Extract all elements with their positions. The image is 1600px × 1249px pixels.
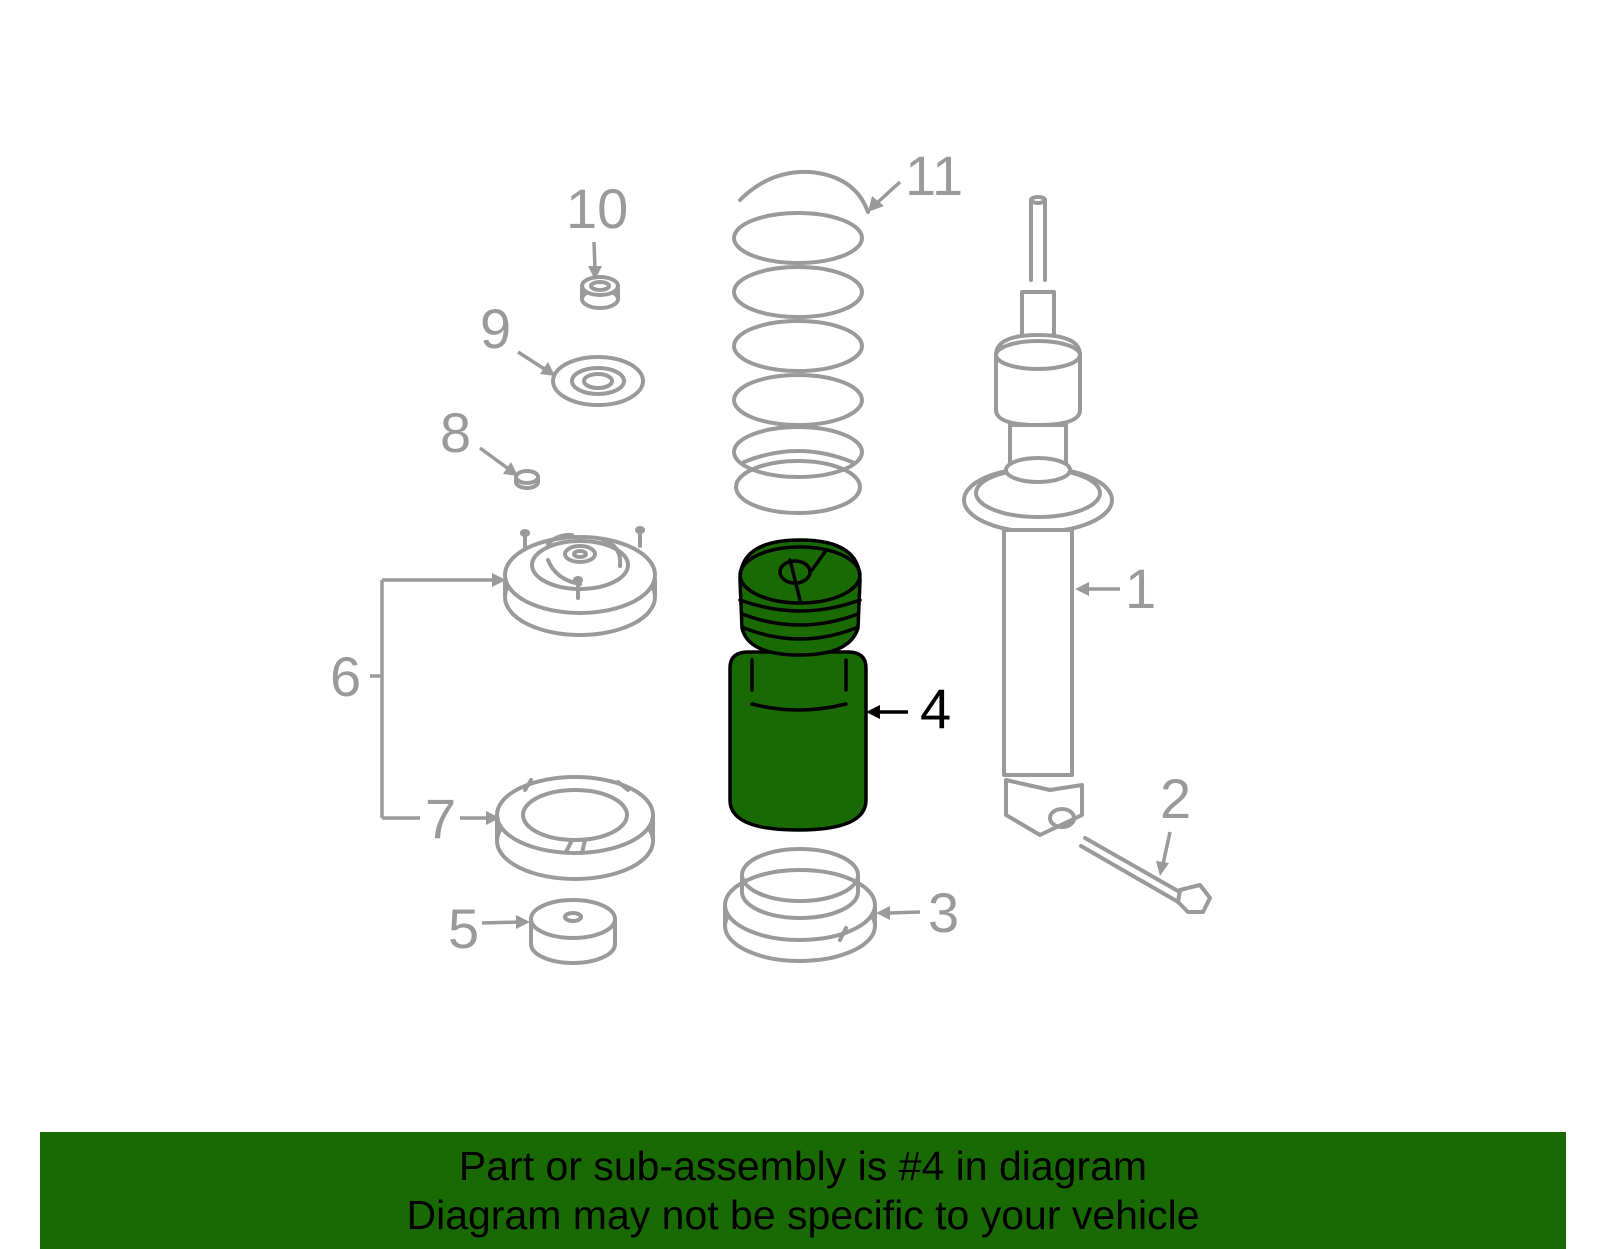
leader-lines bbox=[370, 180, 1172, 929]
banner-line-1: Part or sub-assembly is #4 in diagram bbox=[458, 1143, 1148, 1189]
callout-10[interactable]: 10 bbox=[566, 177, 628, 240]
part-1-shock-absorber[interactable] bbox=[962, 195, 1114, 837]
banner-line-2: Diagram may not be specific to your vehi… bbox=[406, 1192, 1200, 1238]
callout-6[interactable]: 6 bbox=[330, 645, 361, 708]
callout-8[interactable]: 8 bbox=[440, 401, 471, 464]
callout-7[interactable]: 7 bbox=[425, 787, 456, 850]
callout-2[interactable]: 2 bbox=[1160, 767, 1191, 830]
callout-9[interactable]: 9 bbox=[480, 297, 511, 360]
part-10-nut[interactable] bbox=[580, 275, 620, 310]
part-6-strut-mount[interactable] bbox=[503, 526, 657, 637]
part-11-coil-spring[interactable] bbox=[732, 169, 870, 515]
info-banner: Part or sub-assembly is #4 in diagram Di… bbox=[40, 1132, 1566, 1249]
callout-4[interactable]: 4 bbox=[920, 677, 951, 740]
part-9-washer[interactable] bbox=[551, 355, 645, 407]
callout-11[interactable]: 11 bbox=[905, 144, 963, 207]
part-7-spring-seat[interactable] bbox=[495, 775, 655, 881]
part-8-nut[interactable] bbox=[514, 469, 540, 490]
callout-5[interactable]: 5 bbox=[448, 897, 479, 960]
part-2-bolt[interactable] bbox=[1079, 836, 1212, 914]
part-5-bump-pad[interactable] bbox=[529, 898, 617, 965]
callout-labels: 11 10 9 8 6 7 5 3 1 2 4 bbox=[330, 144, 1191, 960]
part-3-seat[interactable] bbox=[723, 847, 877, 963]
callout-3[interactable]: 3 bbox=[928, 881, 959, 944]
callout-1[interactable]: 1 bbox=[1125, 557, 1156, 620]
part-4-bump-stop[interactable] bbox=[728, 538, 868, 832]
